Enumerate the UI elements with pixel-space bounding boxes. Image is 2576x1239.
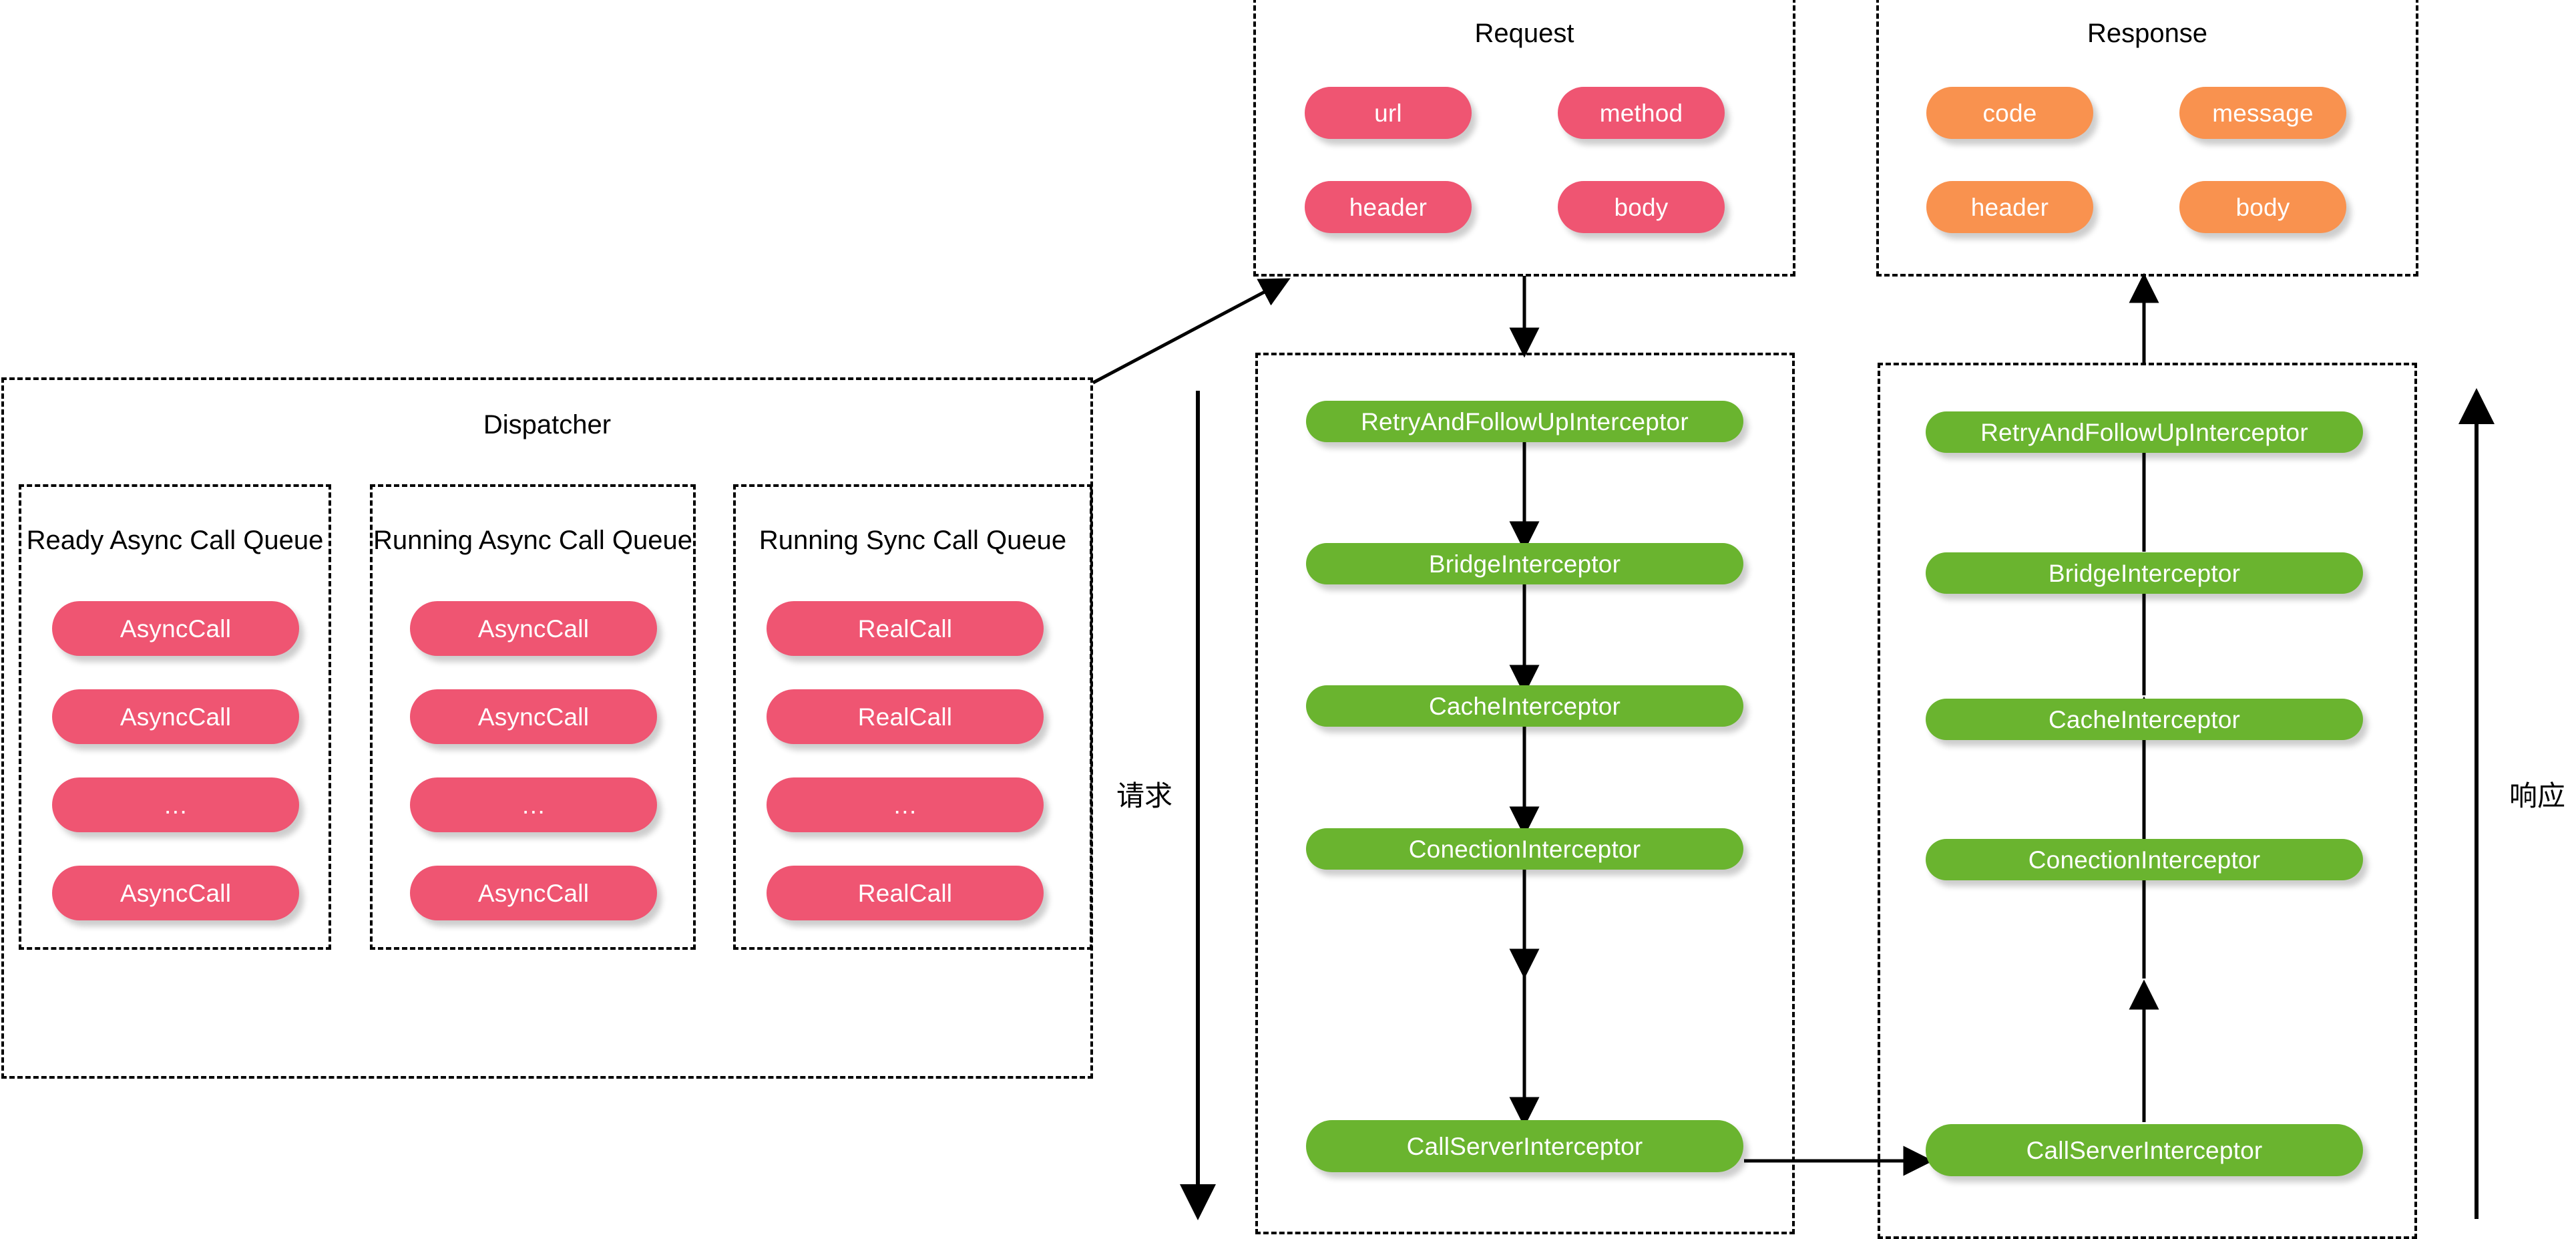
queue-item-ready-async-1[interactable]: AsyncCall (52, 689, 299, 744)
queue-box-running-async: Running Async Call Queue (370, 484, 696, 950)
queue-item-ready-async-2[interactable]: … (52, 777, 299, 832)
response-interceptor-conection[interactable]: ConectionInterceptor (1926, 839, 2363, 880)
queue-item-running-async-3[interactable]: AsyncCall (410, 866, 657, 920)
queue-title-running-sync: Running Sync Call Queue (759, 526, 1067, 555)
queue-box-running-sync: Running Sync Call Queue (733, 484, 1092, 950)
request-interceptor-retryandfollowup[interactable]: RetryAndFollowUpInterceptor (1306, 401, 1743, 442)
request-title: Request (1474, 19, 1574, 48)
queue-item-running-sync-0[interactable]: RealCall (767, 601, 1044, 656)
response-field-message[interactable]: message (2179, 87, 2346, 139)
response-interceptor-bridge[interactable]: BridgeInterceptor (1926, 552, 2363, 594)
queue-item-running-sync-3[interactable]: RealCall (767, 866, 1044, 920)
response-field-code[interactable]: code (1926, 87, 2093, 139)
response-field-header[interactable]: header (1926, 181, 2093, 233)
request-box: Request (1253, 0, 1795, 277)
queue-title-ready-async: Ready Async Call Queue (26, 526, 324, 555)
queue-item-running-sync-1[interactable]: RealCall (767, 689, 1044, 744)
response-box: Response (1876, 0, 2418, 277)
queue-item-running-async-0[interactable]: AsyncCall (410, 601, 657, 656)
flow-label-request: 请求 (1116, 779, 1173, 812)
request-interceptor-conection[interactable]: ConectionInterceptor (1306, 828, 1743, 870)
queue-box-ready-async: Ready Async Call Queue (19, 484, 331, 950)
request-interceptor-bridge[interactable]: BridgeInterceptor (1306, 543, 1743, 584)
response-field-body[interactable]: body (2179, 181, 2346, 233)
dispatcher-title: Dispatcher (483, 410, 612, 439)
request-chain-box (1255, 353, 1795, 1234)
response-interceptor-callserver[interactable]: CallServerInterceptor (1926, 1124, 2363, 1176)
queue-item-ready-async-0[interactable]: AsyncCall (52, 601, 299, 656)
response-title: Response (2087, 19, 2208, 48)
request-field-body[interactable]: body (1558, 181, 1725, 233)
request-interceptor-callserver[interactable]: CallServerInterceptor (1306, 1120, 1743, 1172)
request-field-method[interactable]: method (1558, 87, 1725, 139)
queue-item-running-async-1[interactable]: AsyncCall (410, 689, 657, 744)
queue-title-running-async: Running Async Call Queue (373, 526, 693, 555)
queue-item-ready-async-3[interactable]: AsyncCall (52, 866, 299, 920)
queue-item-running-async-2[interactable]: … (410, 777, 657, 832)
request-field-header[interactable]: header (1305, 181, 1472, 233)
request-field-url[interactable]: url (1305, 87, 1472, 139)
response-interceptor-retryandfollowup[interactable]: RetryAndFollowUpInterceptor (1926, 411, 2363, 453)
response-interceptor-cache[interactable]: CacheInterceptor (1926, 699, 2363, 740)
flow-label-response: 响应 (2509, 779, 2566, 812)
queue-item-running-sync-2[interactable]: … (767, 777, 1044, 832)
request-interceptor-cache[interactable]: CacheInterceptor (1306, 685, 1743, 727)
response-chain-box (1878, 363, 2417, 1239)
